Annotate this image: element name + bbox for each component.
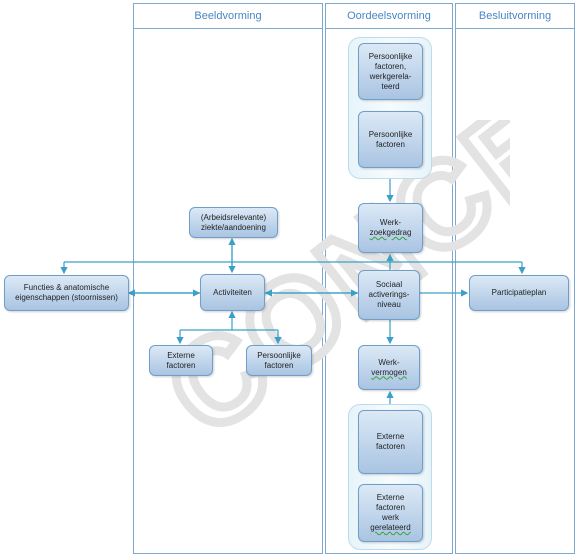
- node-label-line: zoekgedrag: [369, 228, 412, 237]
- lane-title-besluitvorming: Besluitvorming: [456, 4, 574, 29]
- node-label: Activiteiten: [213, 287, 252, 297]
- node-externe-factoren-beeld: Externe factoren: [149, 345, 213, 376]
- node-label: Functies & anatomische eigenschappen (st…: [15, 283, 118, 302]
- node-label: Sociaal activerings- niveau: [368, 280, 410, 309]
- node-persoonlijke-factoren-beeld: Persoonlijke factoren: [246, 345, 312, 376]
- node-persoonlijke-factoren-oordeel: Persoonlijke factoren: [358, 111, 423, 168]
- node-label: Persoonlijke factoren, werkgerela- teerd: [368, 51, 413, 91]
- node-activiteiten: Activiteiten: [200, 274, 265, 311]
- node-label: Werk-zoekgedrag: [370, 218, 412, 238]
- lane-title-oordeelsvorming: Oordeelsvorming: [326, 4, 452, 29]
- node-persoonlijke-werkgerelateerd: Persoonlijke factoren, werkgerela- teerd: [358, 43, 423, 100]
- node-sociaal-activeringsniveau: Sociaal activerings- niveau: [358, 270, 420, 320]
- node-label: Persoonlijke factoren: [368, 129, 413, 149]
- node-participatieplan: Participatieplan: [469, 275, 569, 311]
- node-label-line: Externe factoren werk: [376, 493, 405, 522]
- node-label-line: gerelateerd: [370, 523, 411, 532]
- node-functies-anatomische: Functies & anatomische eigenschappen (st…: [4, 275, 129, 311]
- node-label-line: vermogen: [371, 367, 407, 377]
- node-label: Persoonlijke factoren: [257, 350, 301, 370]
- node-label-line: Werk-: [379, 218, 402, 227]
- node-werkvermogen: Werk-vermogen: [358, 345, 420, 390]
- lane-title-beeldvorming: Beeldvorming: [134, 4, 322, 29]
- node-label: Werk-vermogen: [371, 358, 407, 378]
- node-arbeidsrelevante-ziekte: (Arbeidsrelevante) ziekte/aandoening: [189, 207, 278, 238]
- node-label: Externe factoren: [166, 350, 196, 370]
- node-werkzoekgedrag: Werk-zoekgedrag: [358, 203, 423, 253]
- node-label: Externe factoren: [376, 432, 405, 451]
- node-externe-factoren-oordeel: Externe factoren: [358, 410, 423, 474]
- node-label: (Arbeidsrelevante) ziekte/aandoening: [200, 212, 267, 232]
- node-label: Participatieplan: [491, 288, 547, 297]
- node-label-line: Werk-: [378, 357, 400, 367]
